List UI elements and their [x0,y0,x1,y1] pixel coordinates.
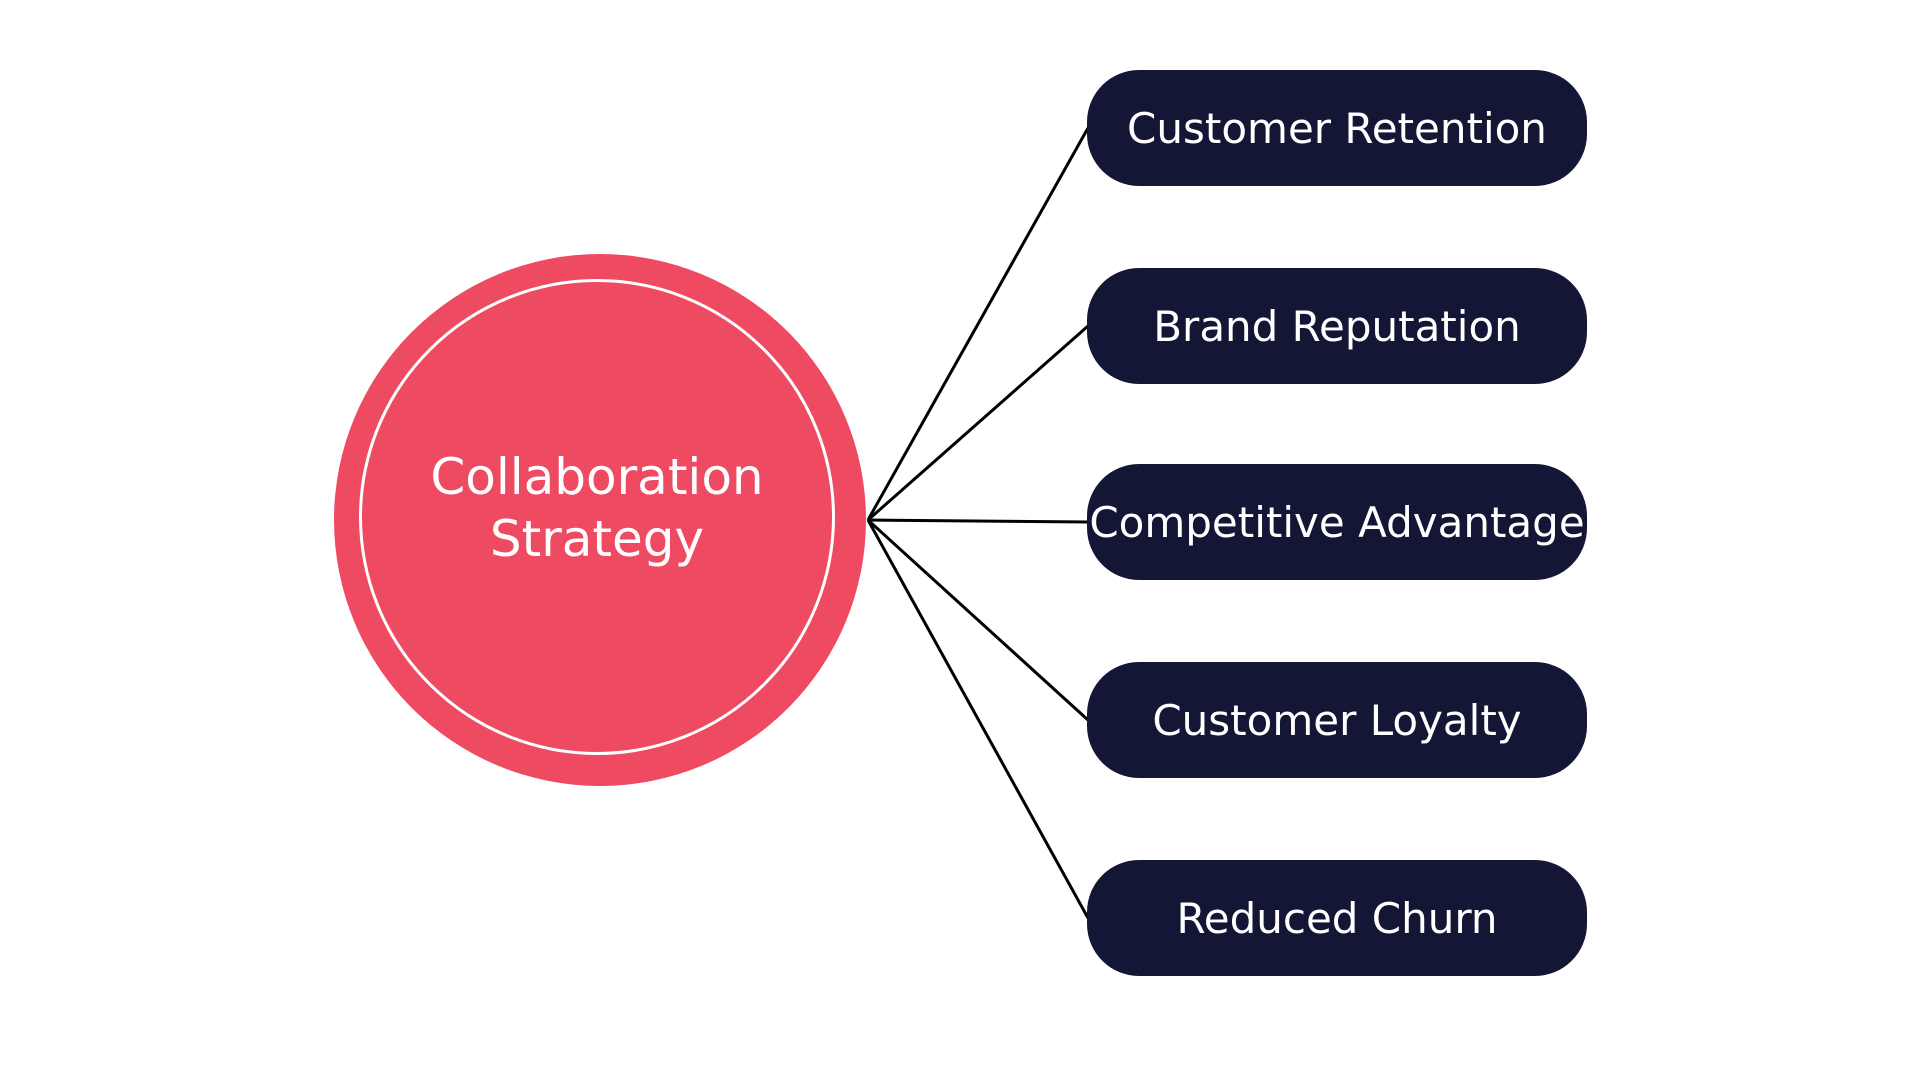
connector-line-3 [867,518,1089,524]
connector-line-2 [867,324,1089,522]
branch-label: Customer Loyalty [1152,695,1522,745]
branch-node-reduced-churn[interactable]: Reduced Churn [1087,860,1587,976]
central-topic-label: Collaboration Strategy [430,448,764,568]
central-topic-circle[interactable]: Collaboration Strategy [334,254,866,786]
branch-node-customer-retention[interactable]: Customer Retention [1087,70,1587,186]
branch-label: Competitive Advantage [1089,497,1585,547]
branch-label: Reduced Churn [1176,893,1498,943]
branch-node-competitive-advantage[interactable]: Competitive Advantage [1087,464,1587,580]
branch-node-customer-loyalty[interactable]: Customer Loyalty [1087,662,1587,778]
connector-line-1 [866,127,1090,521]
central-topic-ring: Collaboration Strategy [359,279,835,755]
branch-label: Customer Retention [1127,103,1547,153]
branch-node-brand-reputation[interactable]: Brand Reputation [1087,268,1587,384]
connector-line-4 [866,518,1090,722]
branch-label: Brand Reputation [1153,301,1521,351]
connector-line-5 [866,519,1090,919]
